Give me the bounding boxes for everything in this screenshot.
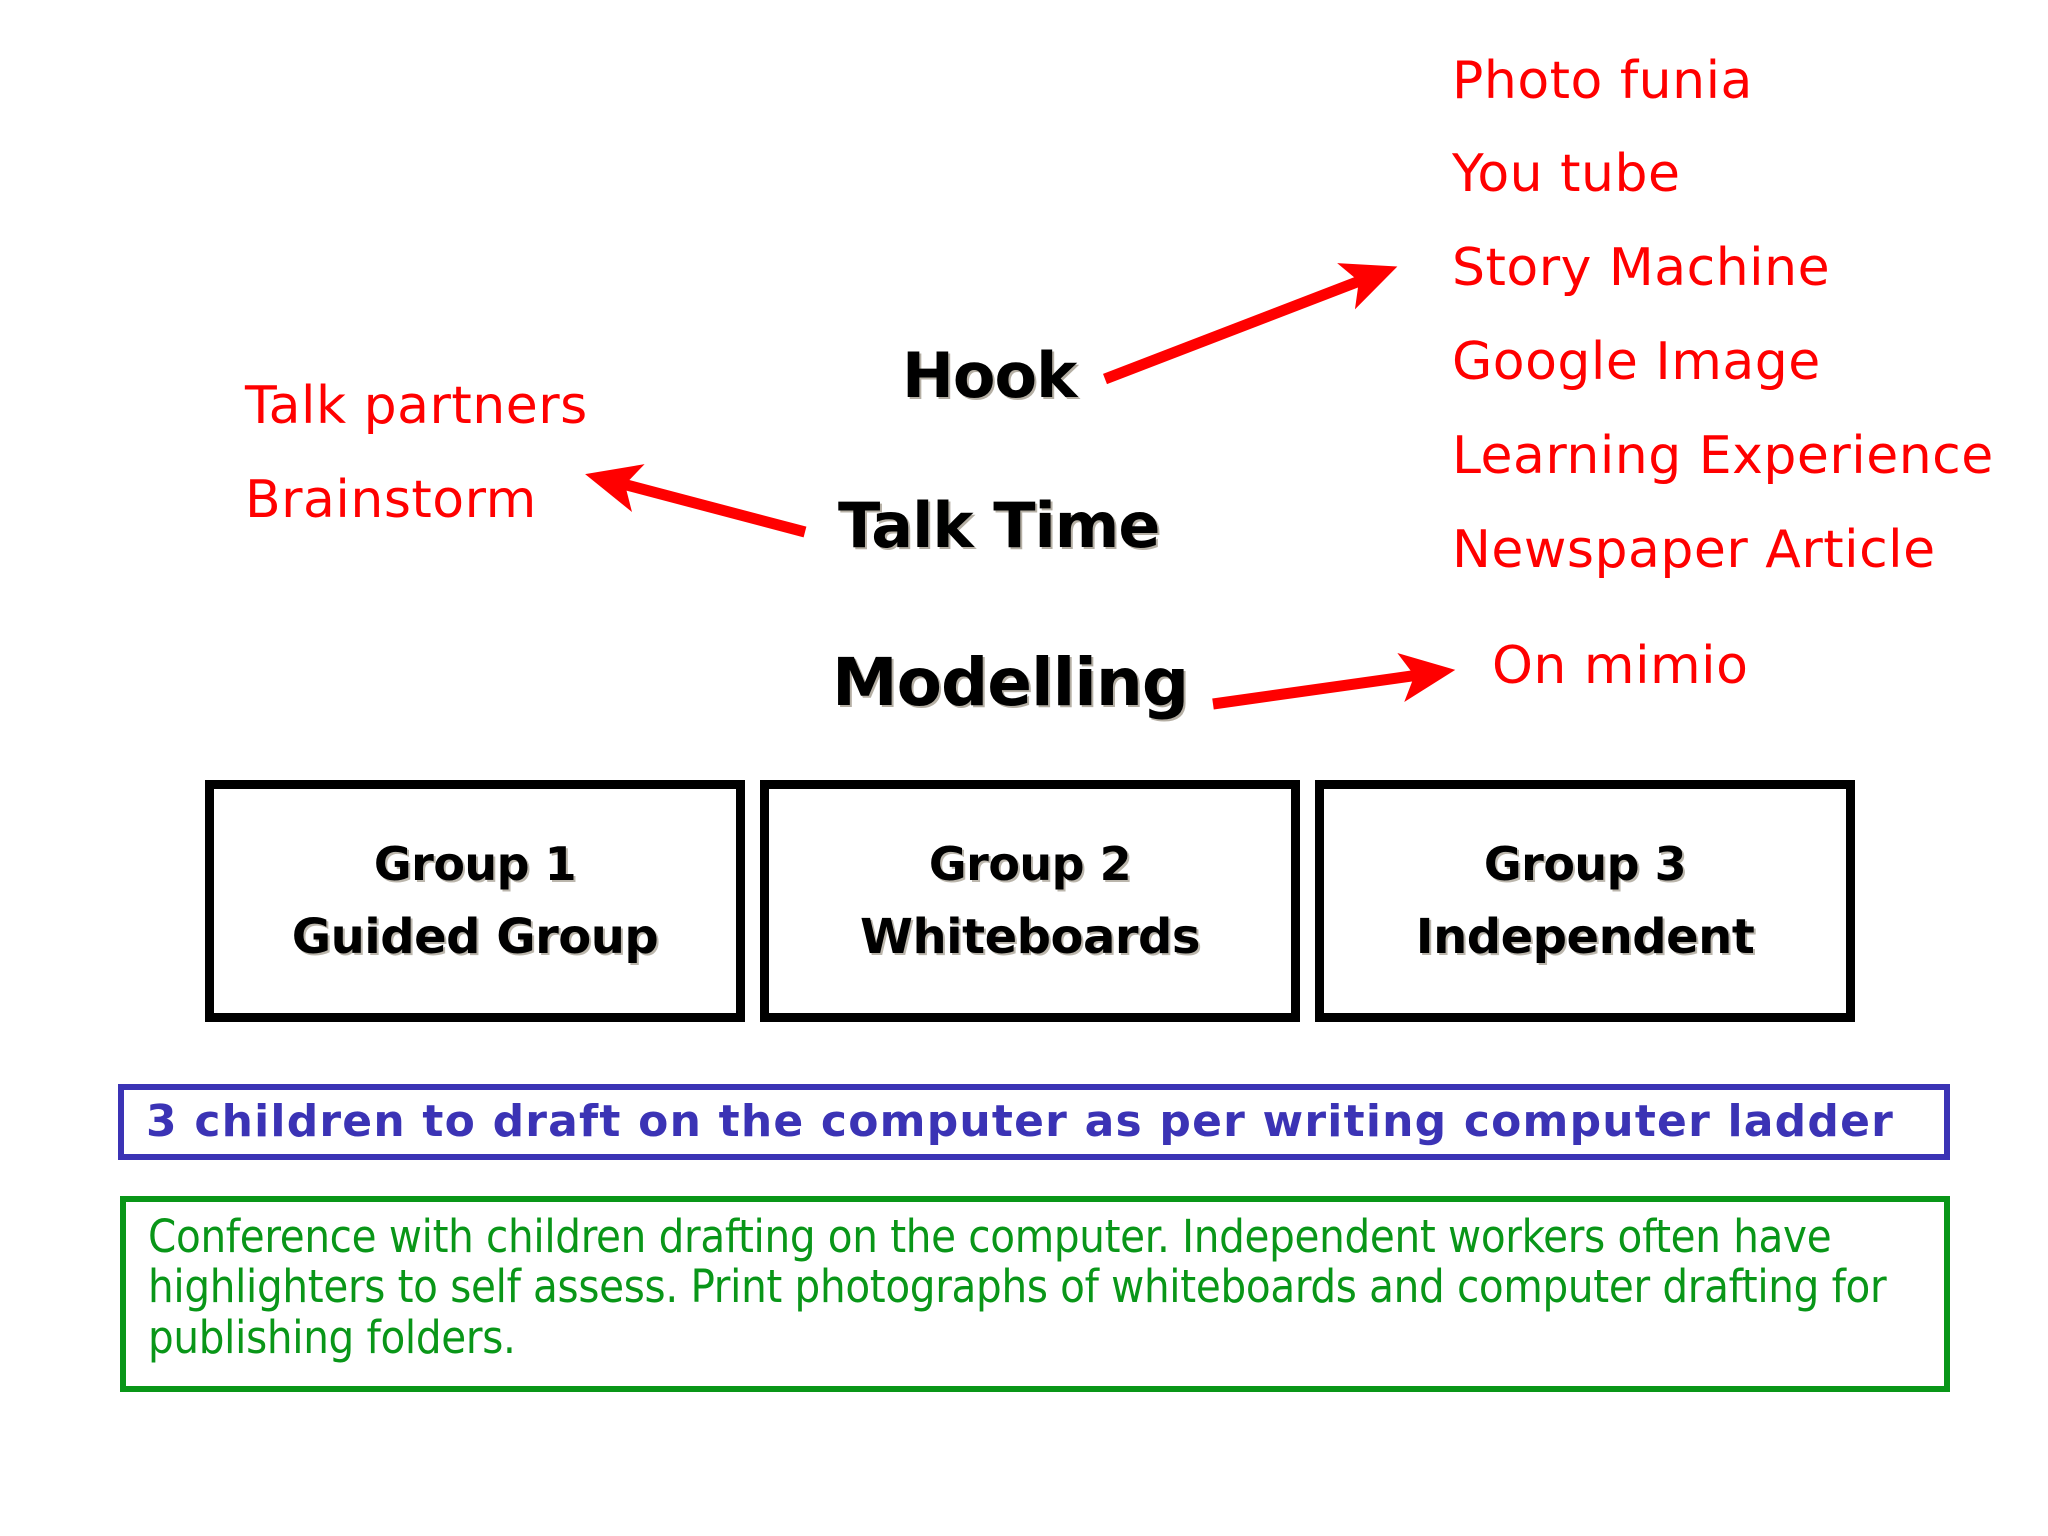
- stage-heading-hook: Hook: [902, 339, 1077, 412]
- talk-time-note-talk-partners: Talk partners: [245, 376, 588, 436]
- hook-resource-story-machine: Story Machine: [1452, 238, 1831, 298]
- arrow-hook-to-resources: [1103, 263, 1398, 385]
- hook-resource-newspaper-article: Newspaper Article: [1452, 520, 1936, 580]
- arrow-modelling-to-mimio: [1212, 653, 1456, 710]
- group-3-subtitle: Independent: [1415, 909, 1755, 965]
- hook-resource-you-tube: You tube: [1452, 144, 1681, 204]
- group-box-1[interactable]: Group 1 Guided Group: [205, 780, 745, 1022]
- hook-resource-learning-experience: Learning Experience: [1452, 426, 1994, 486]
- green-callout-text: Conference with children drafting on the…: [148, 1210, 1887, 1364]
- group-row: Group 1 Guided Group Group 2 Whiteboards…: [205, 780, 1855, 1022]
- hook-resource-google-image: Google Image: [1452, 332, 1821, 392]
- arrow-talk-time-to-notes: [585, 464, 807, 538]
- group-2-title: Group 2: [928, 837, 1132, 891]
- group-1-title: Group 1: [373, 837, 577, 891]
- green-callout-box: Conference with children drafting on the…: [120, 1196, 1950, 1392]
- group-box-2[interactable]: Group 2 Whiteboards: [760, 780, 1300, 1022]
- hook-resource-photo-funia: Photo funia: [1452, 51, 1753, 111]
- talk-time-note-brainstorm: Brainstorm: [245, 470, 537, 530]
- modelling-note-on-mimio: On mimio: [1492, 636, 1749, 696]
- blue-callout-text: 3 children to draft on the computer as p…: [146, 1096, 1895, 1147]
- group-2-subtitle: Whiteboards: [860, 909, 1200, 965]
- stage-heading-talk-time: Talk Time: [838, 489, 1160, 562]
- group-box-3[interactable]: Group 3 Independent: [1315, 780, 1855, 1022]
- group-1-subtitle: Guided Group: [291, 909, 659, 965]
- group-3-title: Group 3: [1483, 837, 1687, 891]
- stage-heading-modelling: Modelling: [832, 644, 1189, 721]
- blue-callout-box: 3 children to draft on the computer as p…: [118, 1084, 1950, 1160]
